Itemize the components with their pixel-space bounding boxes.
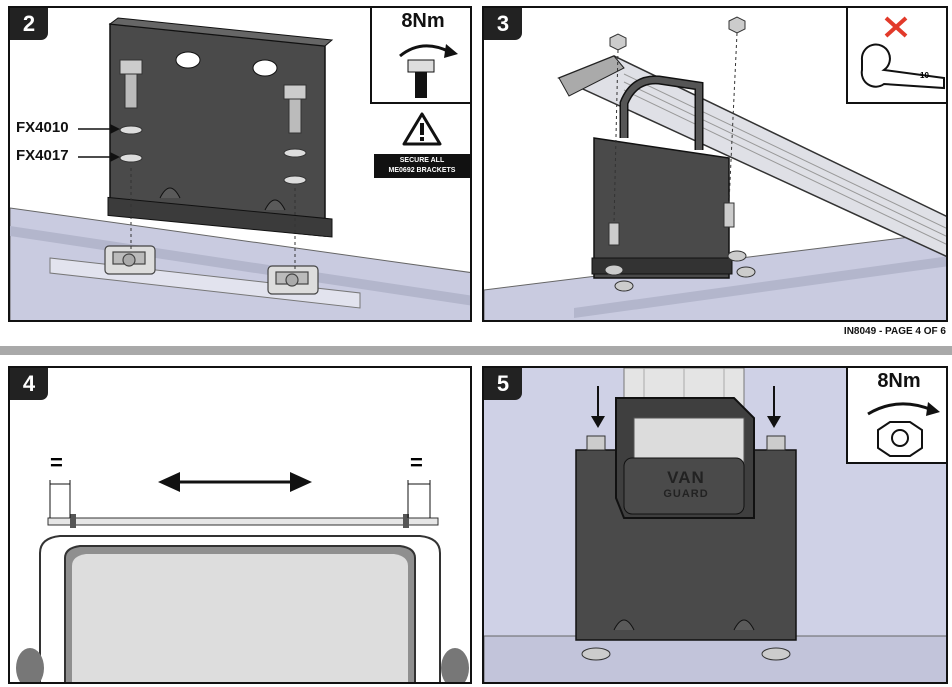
brand-line-2: GUARD bbox=[663, 488, 709, 500]
tool-size-label: 10 bbox=[920, 71, 929, 80]
no-spanner-box: 10 bbox=[846, 8, 946, 104]
panel-step-4: 4 = = bbox=[8, 366, 472, 684]
panel-step-2: 2 FX4010 FX4017 8Nm SECURE ALL ME0692 BR… bbox=[8, 6, 472, 322]
panel-step-5: 5 VAN GUARD 8Nm bbox=[482, 366, 948, 684]
panel-step-3: 3 10 bbox=[482, 6, 948, 322]
torque-value: 8Nm bbox=[877, 370, 921, 392]
brand-logo: VAN GUARD bbox=[631, 468, 741, 500]
rail-mount-illustration bbox=[484, 16, 946, 320]
channel-clip-right bbox=[267, 265, 319, 295]
section-divider bbox=[0, 346, 952, 355]
part-label-fx4010: FX4010 bbox=[16, 119, 69, 136]
roof-bar bbox=[557, 55, 946, 257]
step-number: 5 bbox=[484, 368, 522, 400]
bracket-plate bbox=[591, 75, 733, 279]
bolt-left bbox=[119, 59, 143, 252]
spanner-crossed-icon bbox=[860, 16, 945, 90]
brand-line-1: VAN bbox=[667, 468, 705, 487]
equal-mark-left: = bbox=[50, 450, 63, 475]
torque-box: 8Nm bbox=[370, 8, 470, 104]
bolt-right bbox=[283, 84, 307, 270]
page-number: IN8049 - PAGE 4 OF 6 bbox=[843, 326, 946, 337]
bolt-torque-icon bbox=[399, 44, 458, 98]
equal-mark-right: = bbox=[410, 450, 423, 475]
warning-label: SECURE ALL ME0692 BRACKETS bbox=[374, 154, 470, 178]
channel-clip-left bbox=[104, 245, 156, 275]
bracket-plate bbox=[575, 397, 797, 641]
warning-icon bbox=[402, 112, 442, 146]
bracket-plate bbox=[107, 17, 334, 238]
torque-value: 8Nm bbox=[401, 10, 445, 32]
nut-torque-icon bbox=[867, 402, 940, 457]
step-number: 3 bbox=[484, 8, 522, 40]
step-number: 2 bbox=[10, 8, 48, 40]
bar-alignment-illustration bbox=[16, 472, 469, 682]
warning-line-2: ME0692 BRACKETS bbox=[388, 167, 456, 174]
step-number: 4 bbox=[10, 368, 48, 400]
bracket-install-illustration bbox=[10, 17, 470, 320]
part-label-fx4017: FX4017 bbox=[16, 147, 69, 164]
warning-line-1: SECURE ALL bbox=[399, 157, 445, 164]
torque-box: 8Nm bbox=[846, 368, 946, 464]
